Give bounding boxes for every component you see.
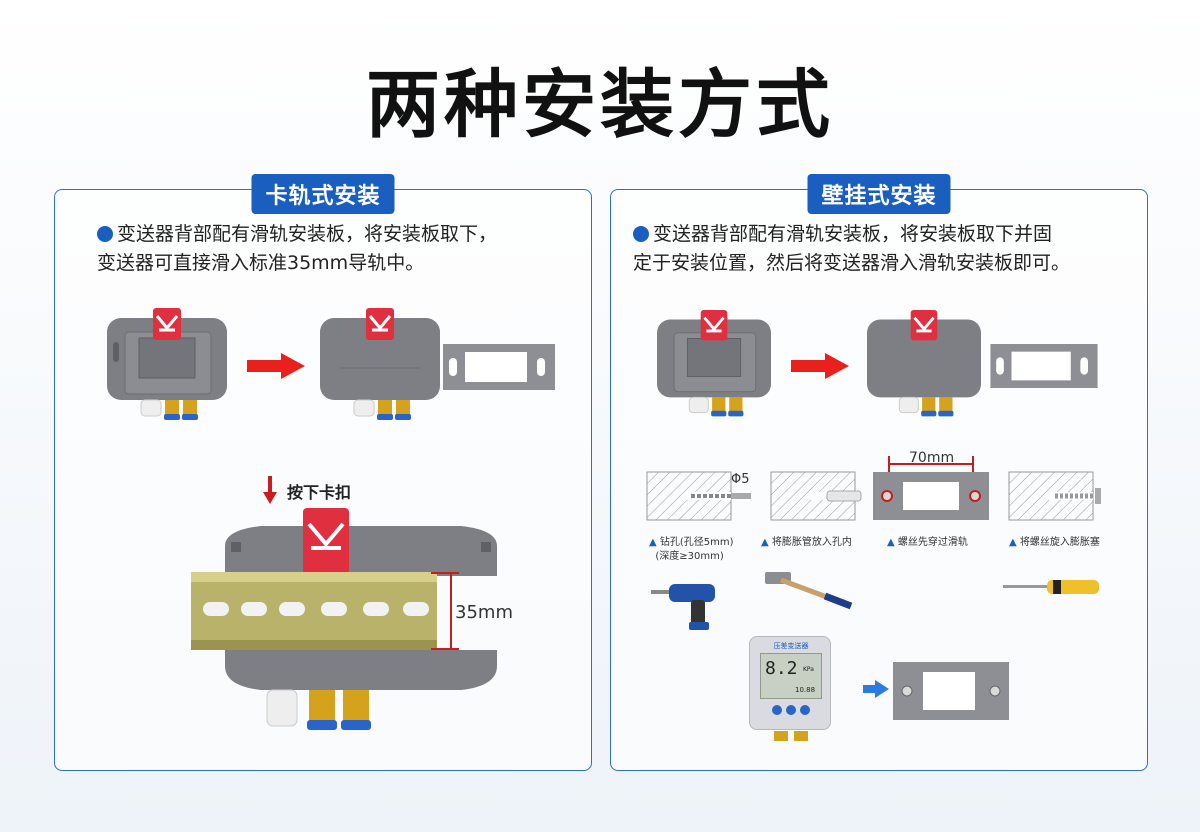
drill-diameter-label: Φ5 [731,472,750,487]
triangle-icon: ▲ [887,537,895,548]
page-title: 两种安装方式 [366,62,834,148]
rail-mount-description: 变送器背部配有滑轨安装板，将安装板取下， 变送器可直接滑入标准35mm导轨中。 [97,220,497,278]
device-button-icon [772,705,782,715]
screw-through-plate-diagram [873,456,989,520]
rail-mount-badge: 卡轨式安装 [251,174,395,214]
drill-icon [651,584,715,630]
rail-desc-line1: 变送器背部配有滑轨安装板，将安装板取下， [117,223,498,245]
mounting-plate-icon [443,344,555,390]
transmitter-back-with-plate [657,310,771,417]
transmitter-back-without-plate [867,310,981,417]
screw-into-anchor-diagram [1008,471,1101,521]
device-button-icon [800,705,810,715]
bullet-icon [97,226,113,242]
down-arrow-icon [263,476,277,504]
wall-mount-description: 变送器背部配有滑轨安装板，将安装板取下并固 定于安装位置，然后将变送器滑入滑轨安… [633,220,1070,278]
step-label-screw-anchor: ▲ 将螺丝旋入膨胀塞 [1009,537,1100,548]
lcd-reading: 8.2 [765,658,798,679]
bullet-icon [633,226,649,242]
device-buttons [772,705,812,717]
wall-mounted-plate-icon [893,662,1009,720]
lcd-unit: KPa [803,666,814,673]
fitting-icon [794,731,808,741]
wall-desc-line1: 变送器背部配有滑轨安装板，将安装板取下并固 [653,223,1053,245]
device-header: 压差变送器 [773,642,809,650]
rail-width-label: 35mm [455,602,513,623]
device-button-icon [786,705,796,715]
triangle-icon: ▲ [761,537,769,548]
press-clip-label: 按下卡扣 [287,483,352,502]
wall-mount-panel: 壁挂式安装 变送器背部配有滑轨安装板，将安装板取下并固 定于安装位置，然后将变送… [610,174,1148,771]
anchor-insert-diagram [770,471,862,521]
lcd-sub-reading: 10.88 [795,686,816,694]
wall-desc-line2: 定于安装位置，然后将变送器滑入滑轨安装板即可。 [633,252,1071,274]
drill-hole-diagram [646,471,751,521]
lcd-display: 8.2 KPa 10.88 [760,653,822,699]
fitting-icon [774,731,788,741]
blue-arrow-icon [863,680,889,698]
hammer-icon [765,572,853,610]
red-arrow-icon [791,353,849,379]
step-label-screw-plate: ▲ 螺丝先穿过滑轨 [887,537,968,548]
triangle-icon: ▲ [1009,537,1017,548]
screwdriver-icon [1003,580,1099,594]
rail-mount-panel: 卡轨式安装 变送器背部配有滑轨安装板，将安装板取下， 变送器可直接滑入标准35m… [54,174,592,771]
device-fittings [774,731,814,741]
step-label-anchor: ▲ 将膨胀管放入孔内 [761,537,852,548]
transmitter-front: 压差变送器 8.2 KPa 10.88 [749,636,831,741]
hole-spacing-label: 70mm [909,450,955,466]
transmitter-back-with-plate [107,308,227,420]
wall-mount-badge: 壁挂式安装 [807,174,951,214]
red-arrow-icon [247,353,305,379]
mounting-plate-icon [990,344,1098,388]
triangle-icon: ▲ [649,537,657,548]
transmitter-on-din-rail [191,508,497,730]
rail-desc-line2: 变送器可直接滑入标准35mm导轨中。 [97,252,425,274]
step-label-drill: ▲ 钻孔(孔径5mm) (深度≥30mm) [649,537,734,562]
transmitter-back-without-plate [320,308,440,420]
